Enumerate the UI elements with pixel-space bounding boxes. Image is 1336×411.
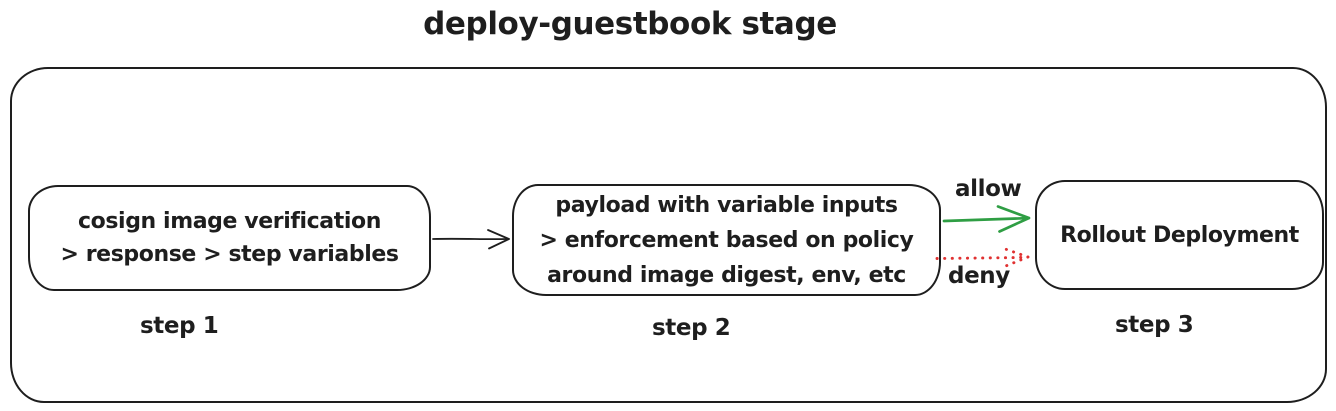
step-caption-1: step 1	[140, 313, 219, 339]
step-caption-3: step 3	[1115, 312, 1194, 338]
allow-edge-label: allow	[955, 176, 1022, 202]
node-line: > enforcement based on policy	[539, 227, 914, 253]
node-step-2: payload with variable inputs > enforceme…	[512, 184, 941, 296]
node-line: payload with variable inputs	[555, 192, 898, 218]
node-line: around image digest, env, etc	[547, 262, 906, 288]
diagram-title: deploy-guestbook stage	[423, 6, 837, 42]
step-caption-2: step 2	[652, 315, 731, 341]
node-line: Rollout Deployment	[1060, 222, 1299, 248]
node-step-1: cosign image verification > response > s…	[28, 185, 431, 291]
stage-container	[10, 67, 1327, 403]
node-step-3: Rollout Deployment	[1035, 180, 1324, 290]
node-line: > response > step variables	[60, 242, 399, 267]
deny-edge-label: deny	[948, 263, 1010, 289]
node-line: cosign image verification	[78, 209, 381, 234]
